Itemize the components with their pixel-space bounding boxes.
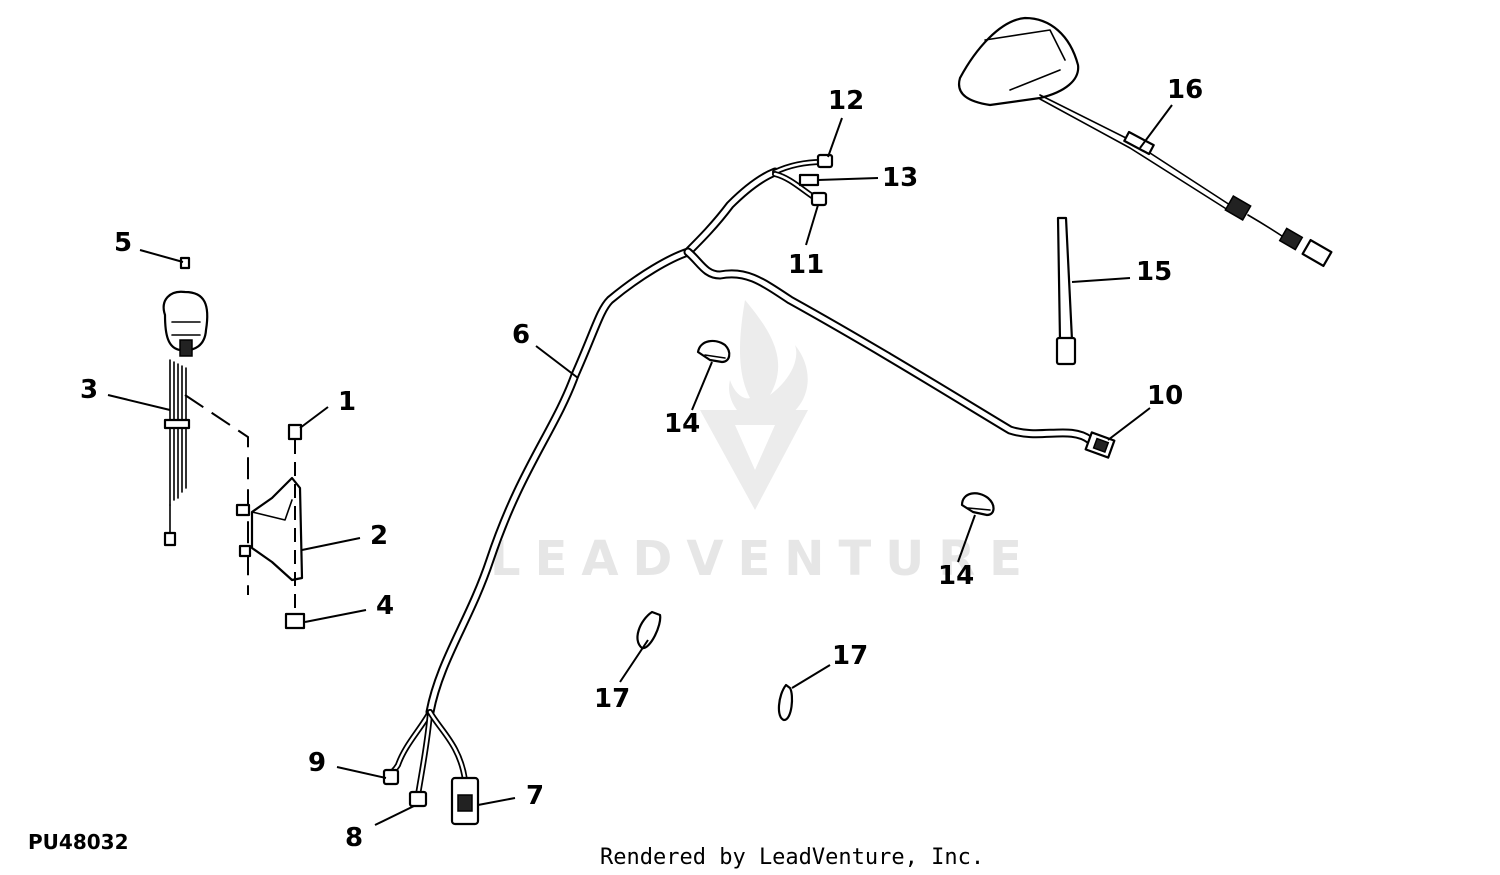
nut-4 — [284, 612, 306, 630]
callout-14-upper: 14 — [664, 409, 700, 439]
clamp-14-lower — [960, 492, 995, 517]
connector-8 — [408, 790, 428, 808]
connector-12 — [816, 153, 834, 169]
figure-id: PU48032 — [28, 830, 128, 854]
callout-5: 5 — [114, 228, 132, 258]
callout-12: 12 — [828, 86, 864, 116]
watermark-v-icon — [700, 410, 808, 510]
bolt-1 — [287, 423, 303, 441]
watermark-flame-icon — [729, 300, 808, 425]
callout-9: 9 — [308, 748, 326, 778]
antenna-assembly — [162, 256, 209, 547]
callout-labels: 1 2 3 4 5 6 7 8 9 10 11 12 13 14 14 15 1… — [80, 75, 1203, 853]
callout-2: 2 — [370, 521, 388, 551]
callout-4: 4 — [376, 591, 394, 621]
watermark-text: LEADVENTURE — [490, 531, 1036, 587]
main-wiring-harness — [382, 153, 1116, 826]
callout-17-left: 17 — [594, 684, 630, 714]
roof-antenna — [957, 16, 1333, 268]
callout-16: 16 — [1167, 75, 1203, 105]
callout-15: 15 — [1136, 257, 1172, 287]
cable-tie-17-left — [636, 610, 662, 650]
callout-8: 8 — [345, 823, 363, 853]
callout-3: 3 — [80, 375, 98, 405]
callout-14-lower: 14 — [938, 561, 974, 591]
callout-17-right: 17 — [832, 641, 868, 671]
callout-7: 7 — [526, 781, 544, 811]
cable-tie-17-right — [777, 683, 794, 722]
whip-antenna — [1055, 216, 1077, 366]
connector-7 — [450, 776, 480, 826]
callout-11: 11 — [788, 250, 824, 280]
callout-10: 10 — [1147, 381, 1183, 411]
credit-text: Rendered by LeadVenture, Inc. — [600, 845, 984, 870]
clamp-14-upper — [696, 339, 731, 364]
callout-13: 13 — [882, 163, 918, 193]
mounting-bracket — [184, 394, 306, 630]
connector-11 — [810, 191, 828, 207]
callout-1: 1 — [338, 387, 356, 417]
connector-13 — [798, 173, 820, 187]
leader-lines — [107, 104, 1173, 826]
callout-6: 6 — [512, 320, 530, 350]
connector-10 — [1084, 431, 1116, 459]
watermark: LEADVENTURE — [490, 300, 1036, 587]
